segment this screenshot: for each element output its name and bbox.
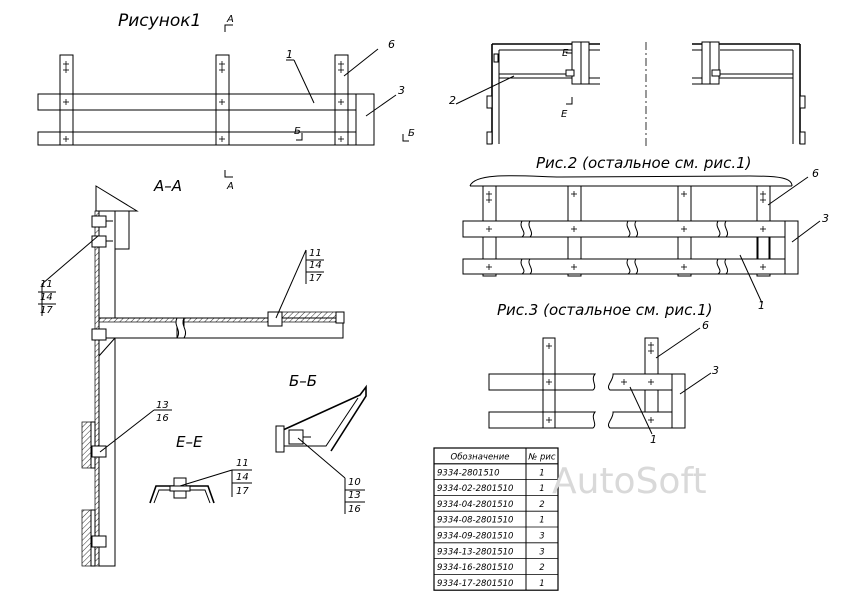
right-top-callout-2: 2 [449, 94, 456, 107]
aa-right-callout-14: 14 [309, 260, 322, 271]
fig3-callout-3: 3 [712, 364, 719, 377]
fig2-callout-1: 1 [758, 299, 765, 312]
fig1-callout-1: 1 [286, 48, 293, 61]
mark-b-right: Б [408, 128, 415, 139]
section-bb-title: Б–Б [289, 372, 317, 390]
figure-1: Рисунок1 А [37, 11, 415, 192]
ee-callout-17: 17 [236, 486, 249, 497]
ee-callout-11: 11 [236, 458, 249, 469]
table-header-fig-number: № рис [527, 453, 555, 463]
table-cell-designation: 9334-08-2801510 [437, 516, 513, 526]
section-ee-title: Е–Е [176, 433, 203, 451]
aa-bottom-callout-16: 16 [156, 413, 169, 424]
table-header-designation: Обозначение [451, 453, 510, 463]
table-cell-fig-number: 3 [539, 547, 544, 557]
fig1-callout-6: 6 [388, 38, 395, 51]
figure-3: Рис.3 (остальное см. рис.1) 6 3 [488, 301, 719, 446]
top-right-detail: Е Е 2 [449, 41, 806, 146]
table-frame [433, 447, 559, 591]
fig3-callout-6: 6 [702, 319, 709, 332]
aa-top-callout-14: 14 [40, 292, 53, 303]
mark-a-top: А [226, 14, 234, 25]
fig3-title: Рис.3 (остальное см. рис.1) [497, 301, 713, 319]
ee-callout-14: 14 [236, 472, 249, 483]
aa-bottom-callout-13: 13 [156, 400, 169, 411]
table-cell-fig-number: 1 [539, 579, 544, 589]
fig2-title: Рис.2 (остальное см. рис.1) [536, 154, 752, 172]
table-cell-designation: 9334-04-2801510 [437, 500, 513, 510]
table-cell-designation: 9334-16-2801510 [437, 563, 513, 573]
aa-top-callout-11: 11 [40, 279, 53, 290]
section-aa-title: А–А [153, 177, 182, 195]
table-cell-fig-number: 3 [539, 532, 544, 542]
table-cell-designation: 9334-02-2801510 [437, 484, 513, 494]
section-bb: Б–Б 10 13 16 [275, 372, 367, 515]
fig2-callout-3: 3 [822, 212, 829, 225]
fig1-title: Рисунок1 [118, 11, 201, 31]
table-cell-fig-number: 1 [539, 516, 544, 526]
aa-right-callout-17: 17 [309, 273, 322, 284]
table-cell-fig-number: 2 [539, 500, 544, 510]
aa-right-callout-11: 11 [309, 248, 322, 259]
designation-table: Обозначение № рис 9334-2801510 1 9334-02-280… [433, 447, 559, 591]
mark-e-top: Е [562, 48, 569, 59]
table-cell-fig-number: 2 [539, 563, 544, 573]
table-cell-fig-number: 1 [539, 484, 544, 494]
bb-callout-16: 16 [348, 504, 361, 515]
mark-e-bottom: Е [561, 109, 568, 120]
figure-2: Рис.2 (остальное см. рис.1) [462, 154, 829, 312]
section-aa: А–А 11 14 [38, 177, 345, 567]
mark-a-bottom: А [226, 181, 234, 192]
table-cell-fig-number: 1 [539, 468, 544, 478]
aa-top-callout-17: 17 [40, 305, 53, 316]
watermark: AutoSoft [552, 461, 707, 502]
fig2-callout-6: 6 [812, 167, 819, 180]
bb-callout-10: 10 [348, 477, 361, 488]
table-cell-designation: 9334-2801510 [437, 468, 500, 478]
bb-callout-13: 13 [348, 490, 361, 501]
section-ee: Е–Е 11 14 17 [149, 433, 252, 504]
fig3-callout-1: 1 [650, 433, 657, 446]
fig1-callout-3: 3 [398, 84, 405, 97]
table-cell-designation: 9334-17-2801510 [437, 579, 513, 589]
mark-b-left: Б [294, 126, 301, 137]
table-cell-designation: 9334-13-2801510 [437, 547, 513, 557]
table-cell-designation: 9334-09-2801510 [437, 532, 513, 542]
